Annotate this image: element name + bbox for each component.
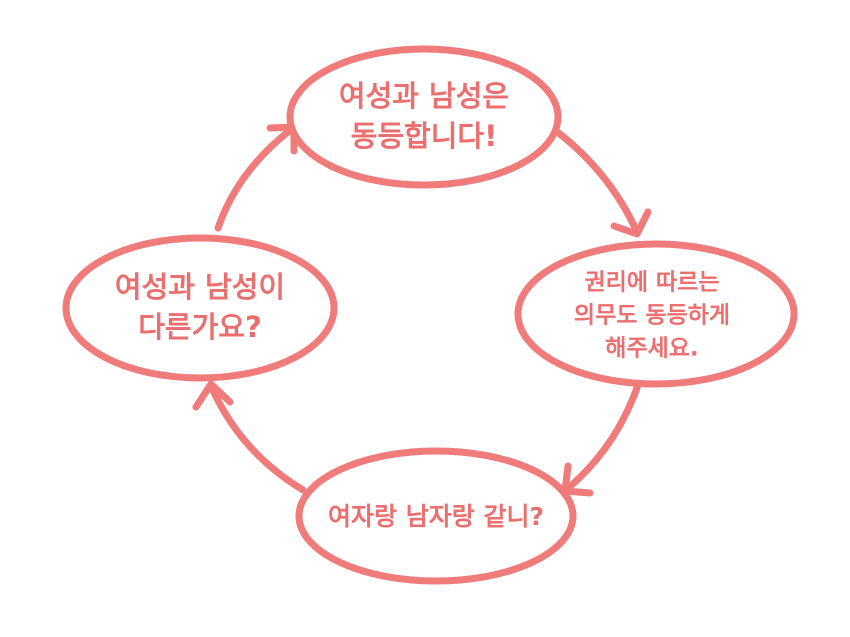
arc-left-to-top xyxy=(214,124,297,232)
arc-bottom-to-left xyxy=(207,382,307,494)
node-bottom-line-1: 여자랑 남자랑 같니? xyxy=(328,502,544,531)
node-bottom-ellipse xyxy=(295,447,577,585)
node-top-ellipse xyxy=(286,45,562,189)
arc-right-to-bottom xyxy=(562,381,642,494)
node-right: 권리에 따르는 의무도 동등하게 해주세요. xyxy=(514,240,798,388)
node-top: 여성과 남성은 동등합니다! xyxy=(286,45,562,189)
node-top-line-1: 여성과 남성은 xyxy=(339,79,509,113)
node-bottom: 여자랑 남자랑 같니? xyxy=(295,447,577,585)
node-left: 여성과 남성이 다른가요? xyxy=(62,234,338,382)
node-right-ellipse xyxy=(514,240,798,388)
node-left-line-2: 다른가요? xyxy=(138,310,262,344)
arrowhead-bottom-to-left-icon xyxy=(192,380,234,411)
node-left-line-1: 여성과 남성이 xyxy=(115,270,285,304)
node-left-ellipse xyxy=(62,234,338,382)
node-top-line-2: 동등합니다! xyxy=(351,119,498,153)
arrowhead-top-to-right-icon xyxy=(610,208,652,238)
node-right-line-3: 해주세요. xyxy=(605,336,698,362)
node-right-line-1: 권리에 따르는 xyxy=(585,270,720,296)
node-right-line-2: 의무도 동등하게 xyxy=(574,303,730,329)
arc-top-to-right xyxy=(544,121,641,236)
